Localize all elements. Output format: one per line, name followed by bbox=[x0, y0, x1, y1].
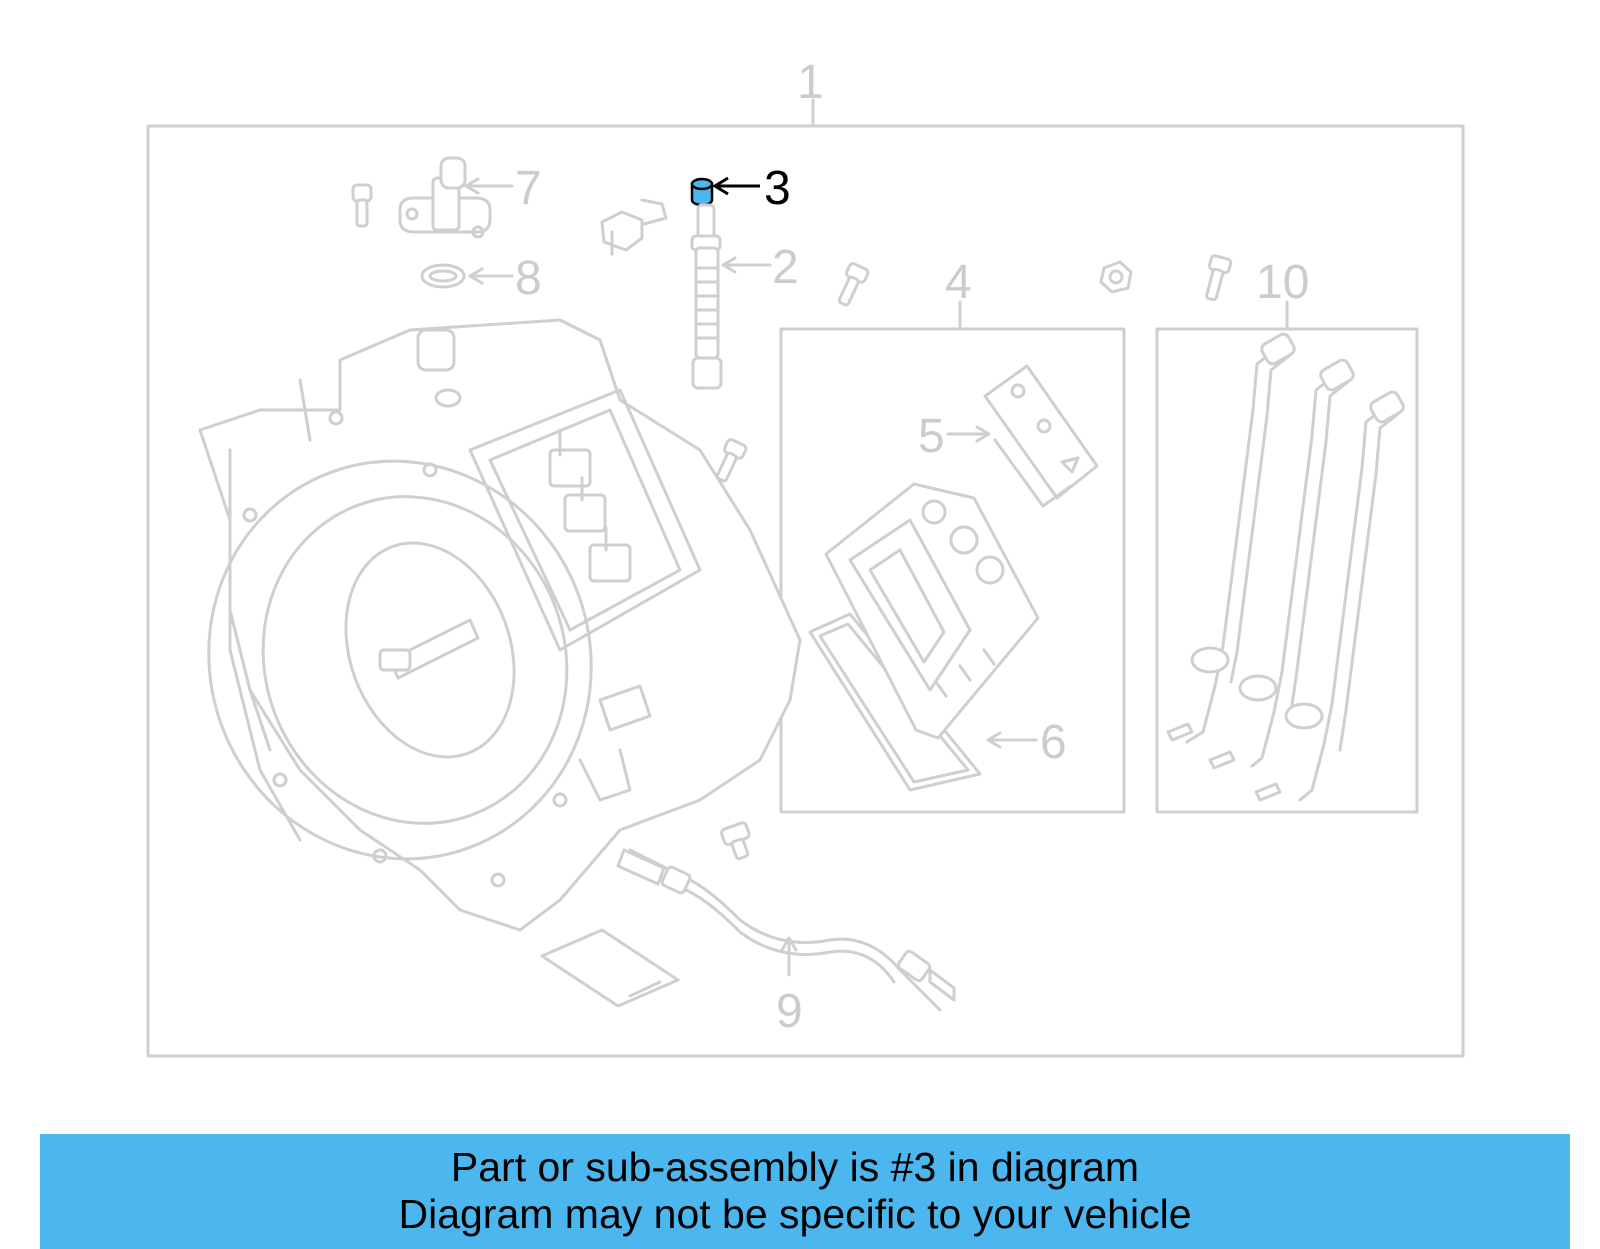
callout-9: 9 bbox=[776, 985, 803, 1038]
part-5-cover bbox=[983, 364, 1099, 508]
part-6-gasket bbox=[808, 612, 982, 792]
info-banner: Part or sub-assembly is #3 in diagram Di… bbox=[40, 1134, 1570, 1249]
valve-body bbox=[824, 482, 1040, 740]
assembly-frame bbox=[146, 124, 1465, 1058]
callout-4: 4 bbox=[945, 256, 972, 309]
part-10-cooler-lines bbox=[1166, 332, 1405, 802]
callout-10: 10 bbox=[1256, 256, 1309, 309]
transmission-housing bbox=[198, 318, 802, 932]
callout-6: 6 bbox=[1040, 716, 1067, 769]
part-7-bolt bbox=[351, 183, 373, 228]
banner-line-1: Part or sub-assembly is #3 in diagram bbox=[450, 1144, 1140, 1190]
label-sheet bbox=[540, 928, 680, 1008]
bolt-c bbox=[720, 821, 751, 861]
part-2-stud bbox=[690, 203, 723, 390]
bolt-a bbox=[837, 262, 870, 307]
banner-line-2: Diagram may not be specific to your vehi… bbox=[398, 1191, 1192, 1237]
callout-1: 1 bbox=[797, 56, 824, 109]
subassembly-4-box bbox=[779, 327, 1126, 814]
callout-8: 8 bbox=[515, 252, 542, 305]
bolt-d bbox=[1205, 254, 1233, 302]
bolt-b bbox=[715, 438, 748, 483]
nut bbox=[1099, 260, 1133, 294]
callout-5: 5 bbox=[918, 410, 945, 463]
part-8-oring bbox=[420, 263, 466, 289]
callout-2: 2 bbox=[772, 241, 799, 294]
part-7-fitting bbox=[398, 156, 492, 239]
callout-7: 7 bbox=[515, 162, 542, 215]
part-3-cap bbox=[690, 177, 714, 207]
part-9-harness bbox=[616, 848, 956, 1012]
bracket-clip bbox=[600, 198, 668, 256]
callout-3: 3 bbox=[764, 162, 791, 215]
